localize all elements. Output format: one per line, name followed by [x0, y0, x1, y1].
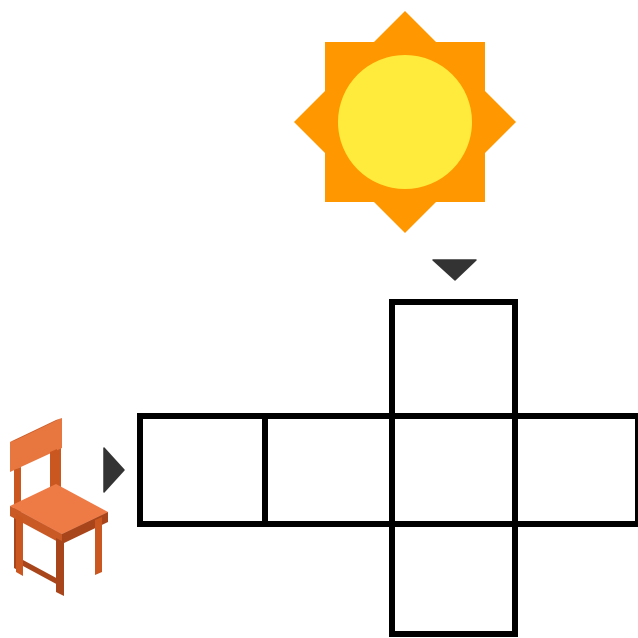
- chair-front-leg-left: [16, 514, 23, 576]
- sun-icon: [294, 11, 516, 233]
- chair-front-leg-middle: [56, 538, 64, 596]
- sun-disc: [338, 55, 472, 189]
- chair-front-leg-right: [95, 517, 102, 575]
